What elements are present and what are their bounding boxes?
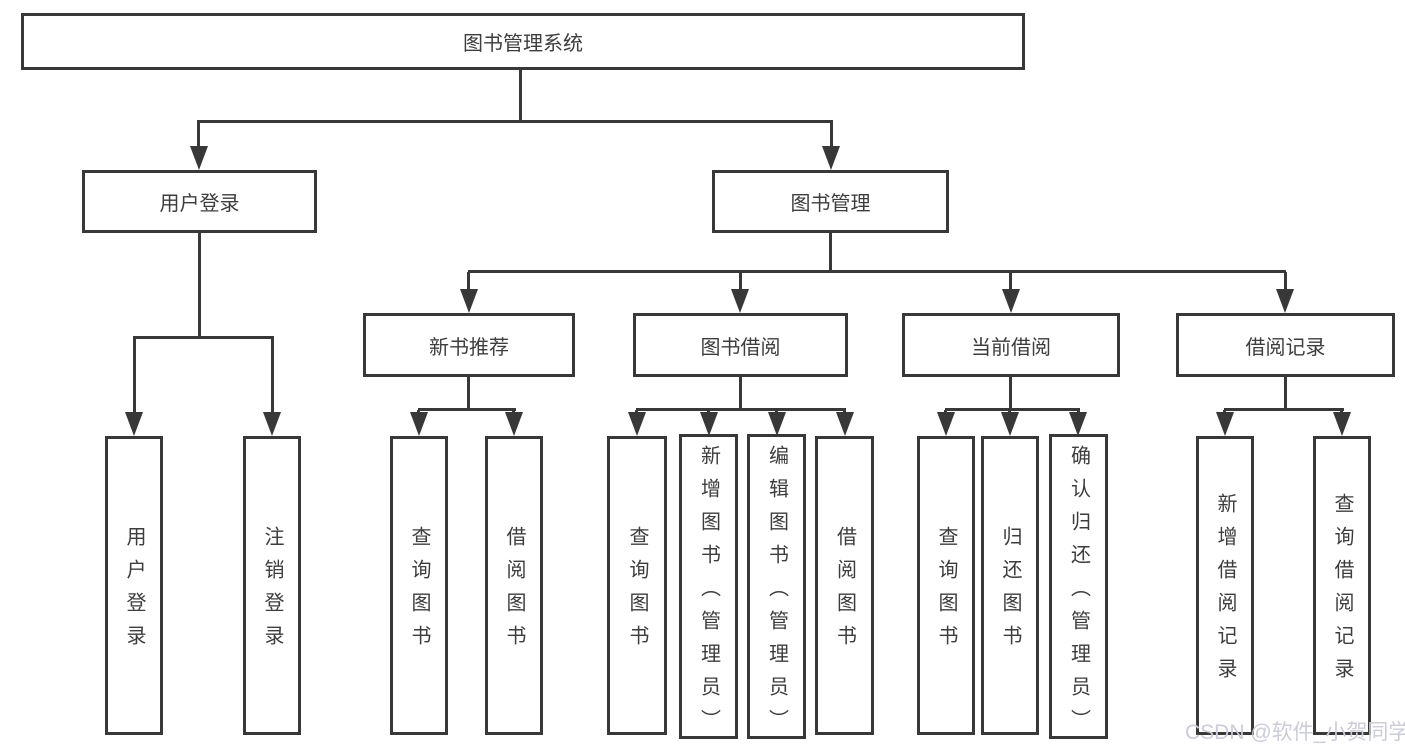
connector-line <box>829 231 832 272</box>
arrowhead <box>505 412 523 436</box>
arrowhead <box>1069 412 1087 436</box>
node-book-borrow: 图书借阅 <box>633 313 848 377</box>
arrowhead <box>190 146 208 170</box>
connector-line <box>197 120 833 123</box>
node-current-confirm: 确认归还（管理员） <box>1049 434 1108 742</box>
arrowhead <box>937 412 955 436</box>
connector-line <box>1009 377 1012 410</box>
connector-line <box>197 121 200 147</box>
node-borrow-borrow: 借阅图书 <box>815 436 874 735</box>
node-current-borrow: 当前借阅 <box>902 313 1120 377</box>
arrowhead <box>628 412 646 436</box>
watermark: CSDN @软件_小贺同学 <box>1185 721 1405 744</box>
node-book-mgmt-label: 图书管理 <box>790 193 871 215</box>
arrowhead <box>700 412 718 436</box>
connector-line <box>133 336 274 339</box>
node-borrow-add: 新增图书（管理员） <box>679 434 738 742</box>
node-new-books: 新书推荐 <box>363 313 575 377</box>
node-user-login-label: 用户登录 <box>159 193 240 215</box>
node-borrow-query: 查询图书 <box>607 436 667 735</box>
arrowhead <box>410 412 428 436</box>
node-current-borrow-label: 当前借阅 <box>971 336 1051 359</box>
arrowhead <box>822 146 840 170</box>
arrowhead <box>1333 412 1351 436</box>
node-current-confirm-label: 确认归还（管理员） <box>1067 444 1090 742</box>
connector-line <box>198 231 201 338</box>
node-logout-leaf-label: 注销登录 <box>261 526 283 658</box>
connector-line <box>519 69 522 122</box>
node-root-label: 图书管理系统 <box>463 33 583 55</box>
node-records-add-label: 新增借阅记录 <box>1214 493 1236 691</box>
node-newbooks-query-label: 查询图书 <box>408 526 430 658</box>
connector-line <box>1224 408 1344 411</box>
connector-line <box>418 408 516 411</box>
node-records-query-label: 查询借阅记录 <box>1331 493 1353 691</box>
node-book-borrow-label: 图书借阅 <box>700 336 781 359</box>
node-root: 图书管理系统 <box>21 13 1025 70</box>
connector-line <box>739 377 742 410</box>
node-user-login-leaf: 用户登录 <box>105 436 163 735</box>
node-new-books-label: 新书推荐 <box>429 336 509 359</box>
node-book-mgmt: 图书管理 <box>712 170 949 233</box>
node-newbooks-query: 查询图书 <box>390 436 448 735</box>
node-borrow-edit: 编辑图书（管理员） <box>747 434 806 742</box>
connector-line <box>636 408 846 411</box>
node-user-login: 用户登录 <box>82 170 317 233</box>
node-records-query: 查询借阅记录 <box>1313 436 1371 735</box>
node-borrow-records-label: 借阅记录 <box>1245 336 1326 359</box>
node-borrow-borrow-label: 借阅图书 <box>833 526 856 658</box>
node-borrow-query-label: 查询图书 <box>626 526 648 658</box>
arrowhead <box>768 412 786 436</box>
node-borrow-add-label: 新增图书（管理员） <box>697 444 720 742</box>
arrowhead <box>731 289 749 313</box>
node-newbooks-borrow-label: 借阅图书 <box>503 526 525 658</box>
node-current-query: 查询图书 <box>917 436 975 735</box>
node-borrow-records: 借阅记录 <box>1176 313 1395 377</box>
connector-line <box>467 377 470 410</box>
connector-line <box>739 272 742 290</box>
node-logout-leaf: 注销登录 <box>243 436 301 735</box>
connector-line <box>467 272 470 290</box>
connector-line <box>945 408 1080 411</box>
arrowhead <box>460 289 478 313</box>
node-borrow-edit-label: 编辑图书（管理员） <box>765 444 788 742</box>
connector-line <box>468 270 1286 273</box>
arrowhead <box>1001 412 1019 436</box>
node-current-return: 归还图书 <box>981 436 1039 735</box>
node-current-query-label: 查询图书 <box>935 526 957 658</box>
connector-line <box>830 121 833 147</box>
node-newbooks-borrow: 借阅图书 <box>485 436 543 735</box>
connector-line <box>1009 272 1012 290</box>
arrowhead <box>1216 412 1234 436</box>
arrowhead <box>836 412 854 436</box>
arrowhead <box>263 412 281 436</box>
arrowhead <box>125 412 143 436</box>
node-current-return-label: 归还图书 <box>999 526 1021 658</box>
arrowhead <box>1276 289 1294 313</box>
connector-line <box>1284 272 1287 290</box>
node-records-add: 新增借阅记录 <box>1196 436 1254 735</box>
node-user-login-leaf-label: 用户登录 <box>123 526 145 658</box>
arrowhead <box>1002 289 1020 313</box>
connector-line <box>271 338 274 412</box>
connector-line <box>1284 377 1287 410</box>
connector-line <box>133 338 136 412</box>
